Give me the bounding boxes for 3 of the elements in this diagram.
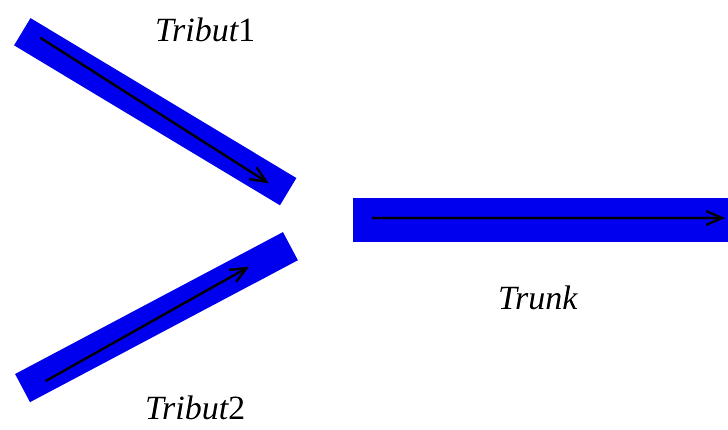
channel-label: Trunk [498, 282, 578, 316]
channel-label: Tribut2 [144, 392, 246, 426]
channel-label: Tribut1 [154, 14, 256, 48]
